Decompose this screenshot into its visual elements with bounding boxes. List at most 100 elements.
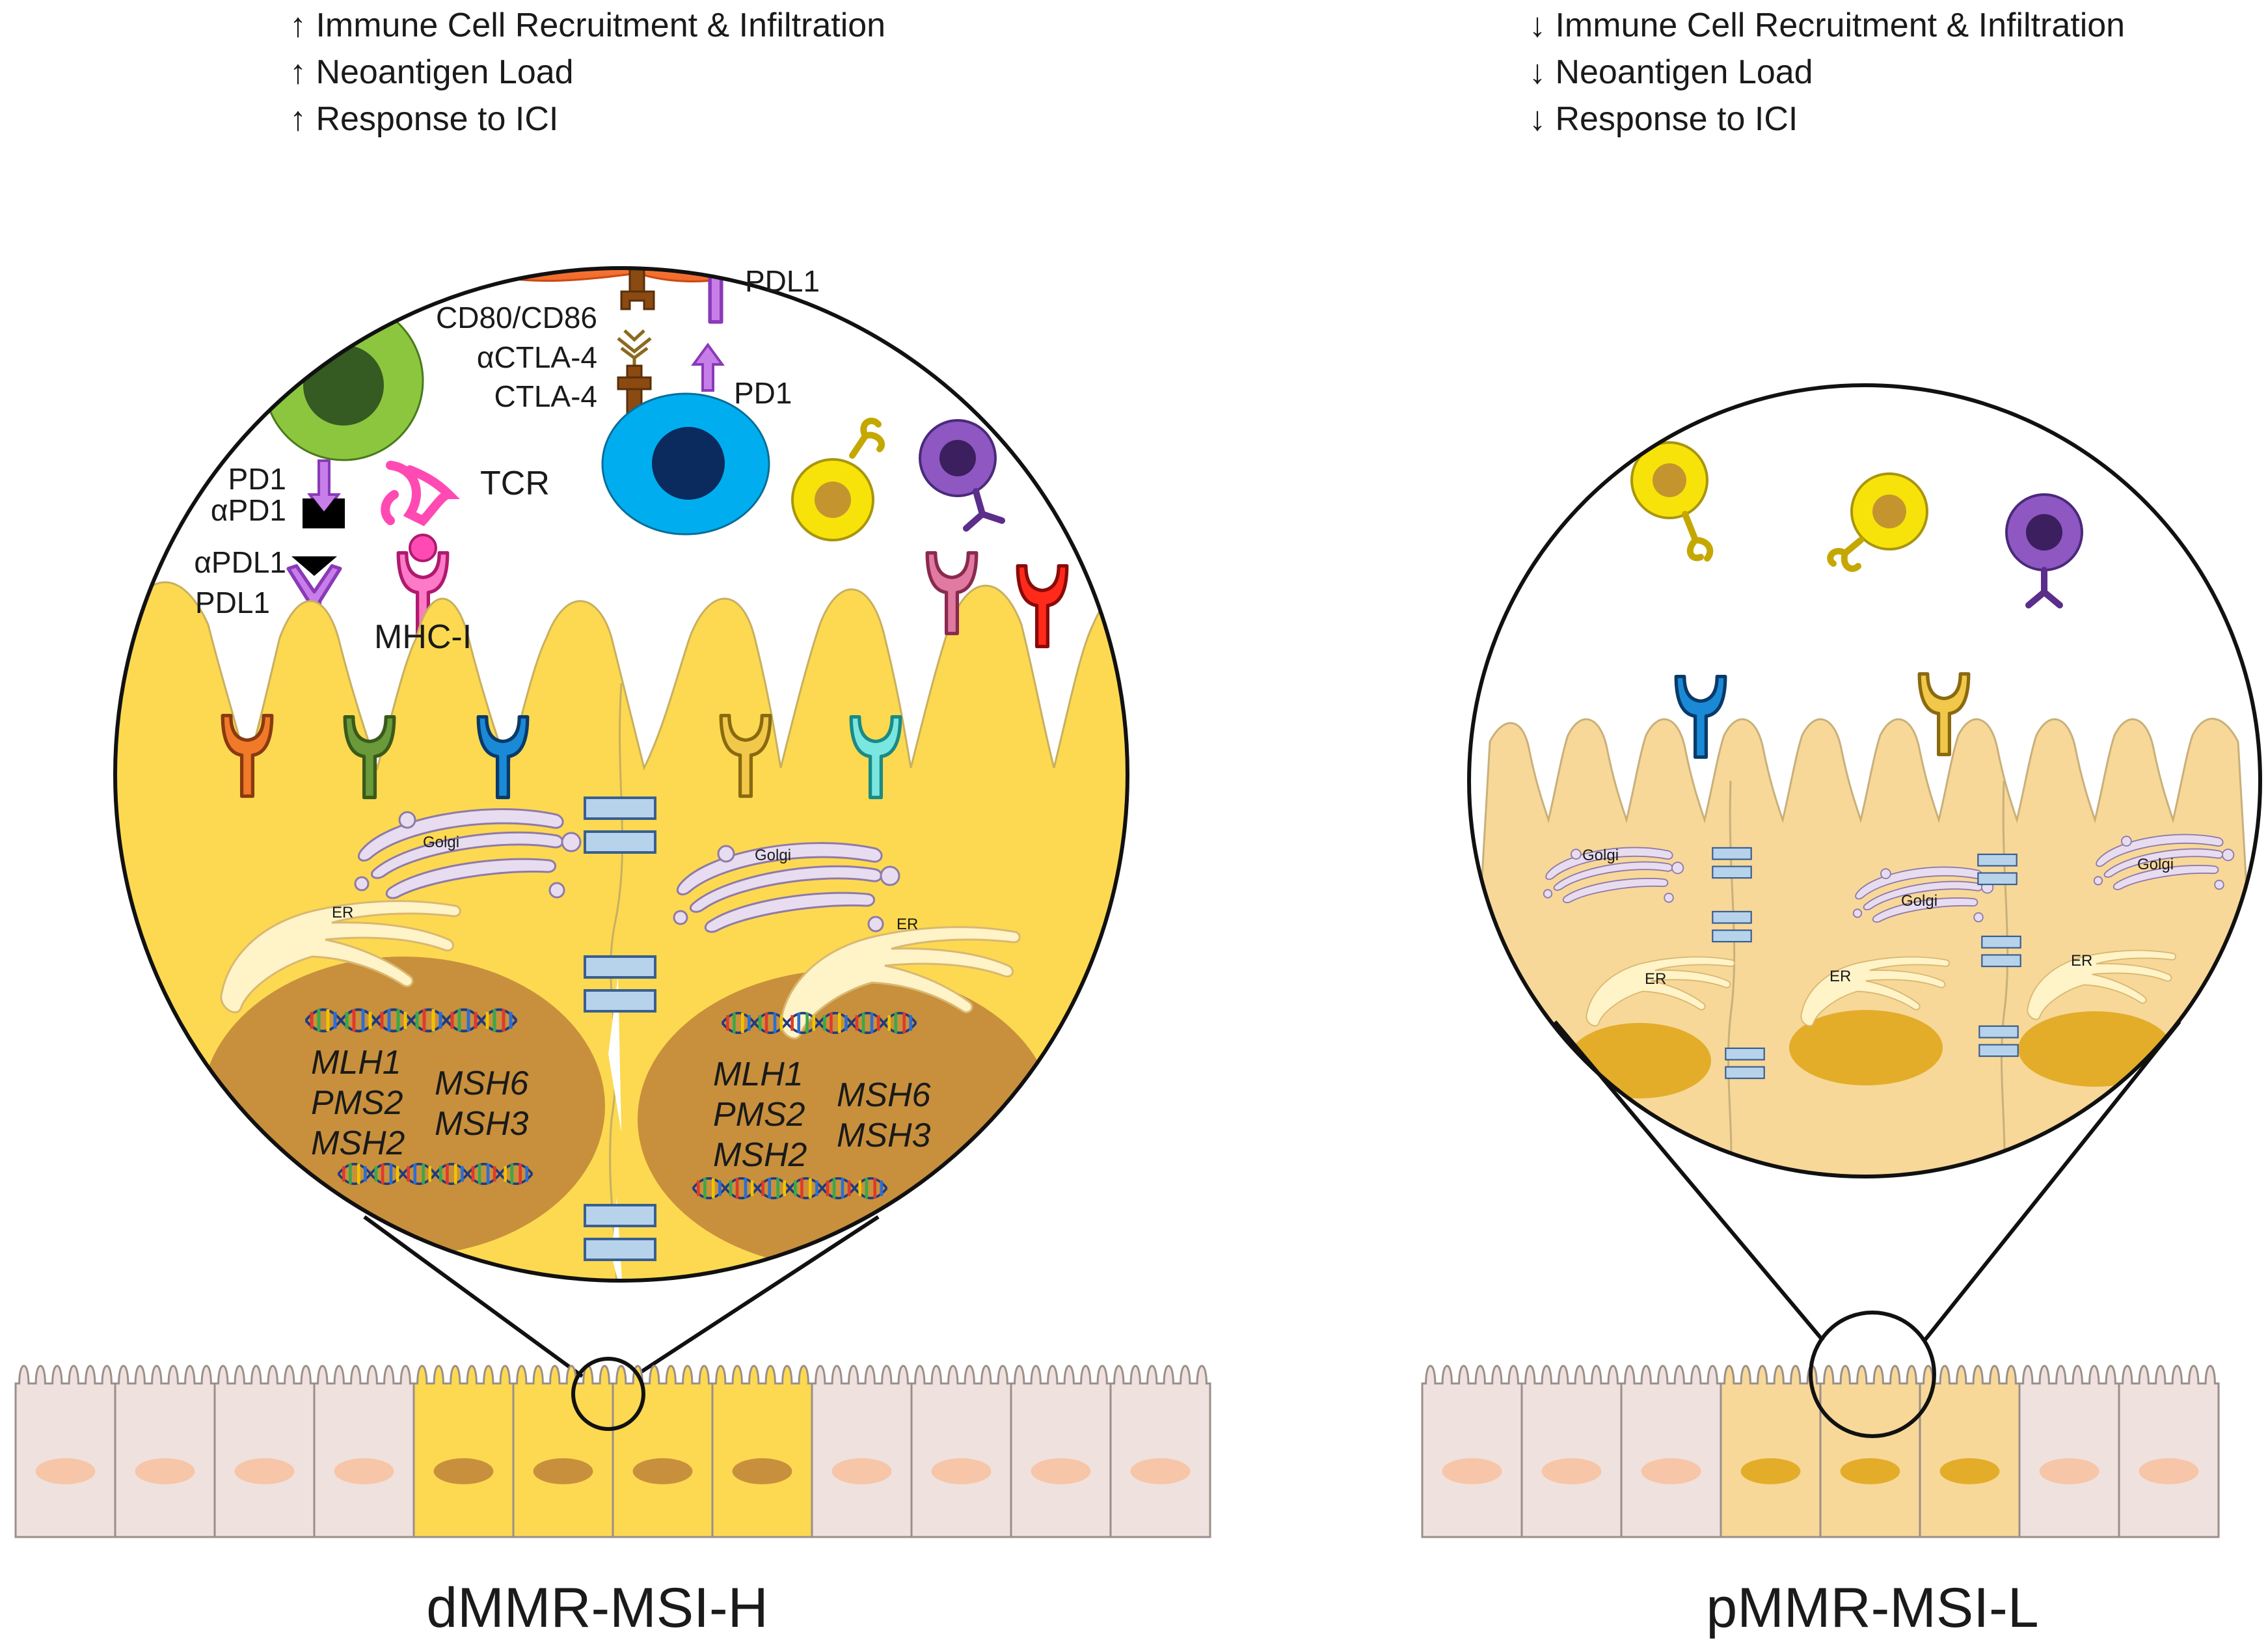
pmmr-zoom-circle: Golgi Golgi Golgi ER ER ER: [1467, 383, 2262, 1178]
pmmr-caption: pMMR-MSI-L: [1706, 1577, 2038, 1639]
label-cd80: CD80/CD86: [436, 301, 597, 334]
epithelial-cell: [2018, 1365, 2120, 1538]
dendritic-label-1: Dendritic Cells/: [468, 196, 608, 219]
pmmr-zoom-line-right: [1923, 1020, 2181, 1342]
epithelial-nucleus: [135, 1458, 195, 1484]
epithelial-cell: [114, 1365, 216, 1538]
label-mhc: MHC-I: [374, 618, 472, 656]
mhc-receptor: [398, 534, 448, 634]
pmmr-label-er-2: ER: [1829, 968, 1851, 985]
dmmr-zoom-circle: Dendritic Cells/ Monocytes: [113, 196, 1129, 1283]
pmmr-epithelial-strip: [1421, 1365, 2220, 1538]
epithelial-cell: [711, 1365, 813, 1538]
pmmr-effect-1: ↓ Immune Cell Recruitment & Infiltration: [1529, 7, 2125, 44]
epithelial-nucleus: [234, 1458, 295, 1484]
pmmr-label-er-3: ER: [2071, 952, 2092, 970]
epithelial-cell: [213, 1365, 316, 1538]
epithelial-cell: [910, 1365, 1012, 1538]
pmmr-effects-list: ↓ Immune Cell Recruitment & Infiltration…: [1529, 7, 2125, 138]
pmmr-label-er-1: ER: [1645, 970, 1666, 988]
epithelial-cell: [313, 1365, 415, 1538]
epithelial-nucleus: [1442, 1458, 1502, 1484]
pmmr-effect-3: ↓ Response to ICI: [1529, 100, 1798, 138]
dendritic-label-2: Monocytes: [489, 223, 589, 247]
epithelial-cell: [1720, 1365, 1822, 1538]
apd1-antibody: [303, 498, 345, 528]
epithelial-nucleus: [1031, 1458, 1091, 1484]
nucleus-left: [202, 957, 605, 1256]
label-pd1-top: PD1: [734, 376, 792, 410]
epithelial-cell: [1421, 1365, 1523, 1538]
epithelial-nucleus: [2139, 1458, 2199, 1484]
epithelial-nucleus: [1939, 1458, 2000, 1484]
gene-left-1: MLH1: [311, 1044, 401, 1082]
dmmr-caption: dMMR-MSI-H: [426, 1577, 768, 1639]
blue-t-cell: [601, 392, 770, 536]
label-golgi-right: Golgi: [755, 847, 791, 864]
label-apdl1: αPDL1: [194, 545, 286, 579]
dmmr-effect-2: ↑ Neoantigen Load: [290, 53, 574, 91]
dmmr-circle-outline: [113, 266, 1129, 1283]
pmmr-label-golgi-1: Golgi: [1582, 847, 1619, 864]
apdl1-antibody: [291, 556, 337, 576]
dmmr-effect-3: ↑ Response to ICI: [290, 100, 558, 138]
pmmr-effect-2: ↓ Neoantigen Load: [1529, 53, 1813, 91]
label-tcr: TCR: [480, 465, 550, 502]
epithelial-cell: [1620, 1365, 1722, 1538]
gene-right-3: MSH2: [713, 1136, 807, 1174]
actla4-antibody: [617, 329, 652, 366]
epithelial-nucleus: [433, 1458, 494, 1484]
gene-right-1: MLH1: [713, 1055, 803, 1093]
pmmr-yellow-cell-2: [1827, 472, 1928, 572]
epithelial-cell: [1919, 1365, 2021, 1538]
epithelial-cell: [1819, 1365, 1921, 1538]
purple-immune-cell: [919, 419, 1005, 532]
pmmr-epithelium: [1469, 718, 2260, 1177]
epithelial-cell: [1109, 1365, 1211, 1538]
dmmr-epithelial-strip: [14, 1365, 1211, 1538]
cd80-receptor: [620, 268, 655, 310]
label-pd1-left: PD1: [228, 462, 286, 496]
label-golgi-left: Golgi: [423, 834, 459, 851]
label-er-left: ER: [332, 904, 353, 921]
gene-left-4: MSH6: [435, 1065, 529, 1102]
epithelial-cell: [14, 1365, 116, 1538]
epithelial-nucleus: [831, 1458, 892, 1484]
pmmr-circle-outline: [1467, 383, 2262, 1178]
epithelial-nucleus: [1641, 1458, 1701, 1484]
gene-right-5: MSH3: [837, 1117, 931, 1154]
pmmr-zoom-line-left: [1553, 1020, 1825, 1342]
dendritic-cell: Dendritic Cells/ Monocytes: [415, 196, 837, 282]
epithelial-nucleus: [1840, 1458, 1900, 1484]
epithelial-nucleus: [2039, 1458, 2099, 1484]
label-ctla4: CTLA-4: [494, 379, 597, 413]
epithelial-nucleus: [1740, 1458, 1801, 1484]
pmmr-nucleus-middle: [1789, 1010, 1943, 1085]
label-actla4: αCTLA-4: [477, 340, 597, 374]
label-pdl1-left: PDL1: [195, 586, 270, 619]
pmmr-purple-cell: [2005, 493, 2083, 608]
gene-right-4: MSH6: [837, 1076, 931, 1114]
epithelial-cell: [2118, 1365, 2220, 1538]
green-t-cell: [263, 300, 424, 461]
gene-left-5: MSH3: [435, 1105, 529, 1143]
pmmr-nucleus-right: [2018, 1011, 2172, 1087]
pmmr-yellow-cell-1: [1630, 441, 1714, 562]
pd1-top-receptor: [691, 342, 725, 392]
dmmr-effects-list: ↑ Immune Cell Recruitment & Infiltration…: [290, 7, 885, 138]
epithelial-cell: [512, 1365, 614, 1538]
tcr-receptor: [381, 461, 460, 526]
epithelial-cell: [1520, 1365, 1623, 1538]
pmmr-label-golgi-2: Golgi: [1901, 892, 1937, 910]
label-pdl1-top: PDL1: [745, 264, 820, 298]
dmmr-small-circle: [571, 1357, 645, 1431]
gene-right-2: PMS2: [713, 1096, 805, 1134]
epithelial-nucleus: [35, 1458, 96, 1484]
yellow-immune-cell: [791, 417, 885, 541]
epithelial-nucleus: [1541, 1458, 1602, 1484]
epithelial-nucleus: [533, 1458, 593, 1484]
epithelial-cell: [412, 1365, 515, 1538]
pmmr-small-circle: [1809, 1311, 1936, 1438]
